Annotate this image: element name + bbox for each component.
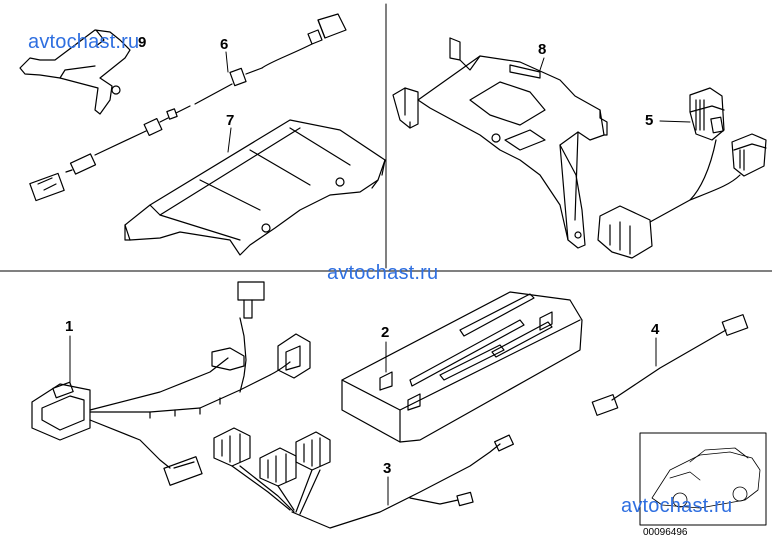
watermark-top-left: avtochast.ru — [28, 31, 140, 53]
callout-4: 4 — [651, 321, 660, 338]
leader-lines — [69, 51, 691, 506]
part-9-bracket — [19, 29, 131, 115]
watermark-bottom-right: avtochast.ru — [621, 495, 733, 517]
callout-6: 6 — [220, 36, 229, 53]
callout-3: 3 — [383, 460, 392, 477]
part-7-bracket — [124, 119, 386, 256]
callout-8: 8 — [538, 41, 547, 58]
part-6-cable — [29, 13, 347, 202]
part-1-harness — [31, 281, 311, 486]
part-5-harness — [597, 87, 767, 259]
callout-2: 2 — [381, 324, 390, 341]
callout-1: 1 — [65, 318, 74, 335]
part-4-cable — [591, 314, 749, 416]
vehicle-thumbnail — [639, 432, 767, 526]
reference-number: 00096496 — [643, 527, 688, 538]
part-3-harness — [213, 427, 514, 529]
callout-7: 7 — [226, 112, 235, 129]
part-2-module — [341, 291, 583, 443]
callout-5: 5 — [645, 112, 654, 129]
part-8-bracket — [392, 37, 608, 249]
panel-dividers — [0, 3, 772, 272]
watermark-center: avtochast.ru — [327, 262, 439, 284]
callout-9: 9 — [138, 34, 147, 51]
